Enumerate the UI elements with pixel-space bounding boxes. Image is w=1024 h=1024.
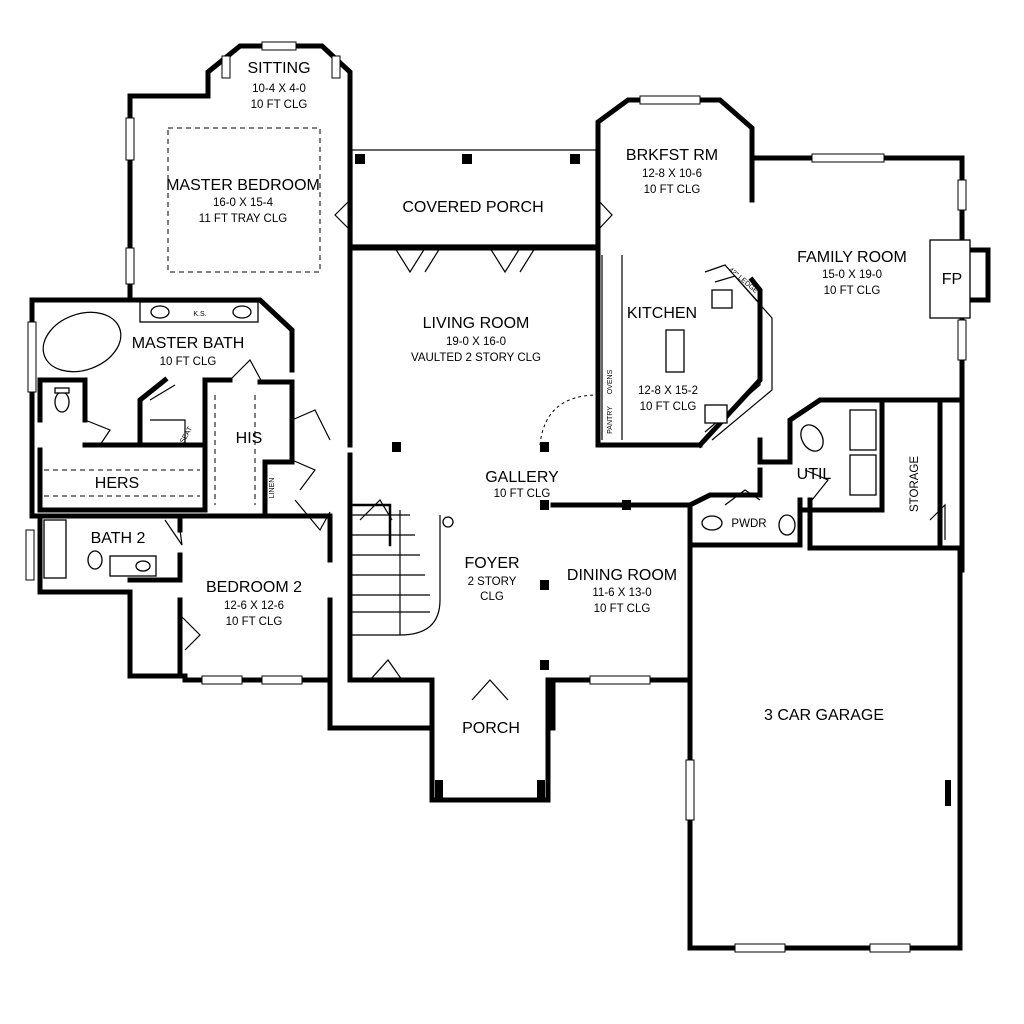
room-ceiling: 10 FT CLG (251, 99, 308, 111)
room-ceiling: VAULTED 2 STORY CLG (411, 352, 541, 364)
room-foyer: FOYER 2 STORY CLG (464, 555, 519, 603)
room-name: BRKFST RM (626, 147, 718, 164)
room-name: GALLERY (485, 469, 559, 486)
room-ceiling-2: CLG (480, 591, 504, 603)
room-master-bedroom: MASTER BEDROOM 16-0 X 15-4 11 FT TRAY CL… (166, 177, 320, 225)
room-brkfst-rm: BRKFST RM 12-8 X 10-6 10 FT CLG (626, 147, 718, 196)
room-ceiling: 10 FT CLG (594, 603, 651, 615)
room-name: MASTER BEDROOM (166, 177, 320, 194)
staircase (350, 510, 454, 636)
room-name: FOYER (464, 555, 519, 572)
room-name: MASTER BATH (132, 335, 245, 352)
seat-label: SEAT (179, 425, 194, 445)
room-garage: 3 CAR GARAGE (764, 707, 884, 724)
room-dims: 12-8 X 10-6 (642, 168, 702, 180)
room-porch: PORCH (462, 720, 520, 737)
room-ceiling: 10 FT CLG (644, 184, 701, 196)
room-name: LIVING ROOM (423, 315, 530, 332)
ovens-label: OVENS (607, 369, 614, 394)
room-hers: HERS (95, 475, 139, 492)
room-ceiling: 10 FT CLG (160, 356, 217, 368)
room-ceiling: 10 FT CLG (226, 616, 283, 628)
room-family-room: FAMILY ROOM 15-0 X 19-0 10 FT CLG (797, 249, 907, 297)
room-bedroom2: BEDROOM 2 12-6 X 12-6 10 FT CLG (206, 579, 302, 628)
room-dims: 10-4 X 4-0 (252, 83, 306, 95)
room-ceiling: 2 STORY (468, 576, 517, 588)
room-dims: 16-0 X 15-4 (213, 197, 274, 209)
room-name: BEDROOM 2 (206, 579, 302, 596)
room-util: UTIL (797, 466, 832, 483)
fixtures (42, 127, 971, 636)
doors (84, 199, 946, 701)
room-ceiling: 11 FT TRAY CLG (199, 213, 287, 225)
windows (25, 41, 967, 953)
room-dims: 12-6 X 12-6 (224, 600, 284, 612)
room-dims: 12-8 X 15-2 (638, 385, 698, 397)
room-ceiling: 10 FT CLG (494, 488, 551, 500)
room-sitting: SITTING 10-4 X 4-0 10 FT CLG (247, 60, 310, 111)
room-dims: 15-0 X 19-0 (822, 269, 882, 281)
room-name: KITCHEN (627, 305, 697, 322)
room-dining-room: DINING ROOM 11-6 X 13-0 10 FT CLG (567, 567, 677, 615)
room-pwdr: PWDR (731, 518, 766, 530)
room-dims: 19-0 X 16-0 (446, 336, 506, 348)
room-ceiling: 10 FT CLG (824, 285, 881, 297)
room-gallery: GALLERY 10 FT CLG (485, 469, 559, 500)
room-name: COVERED PORCH (402, 199, 543, 216)
room-name: DINING ROOM (567, 567, 677, 584)
room-kitchen: KITCHEN 12-8 X 15-2 10 FT CLG (627, 305, 698, 413)
room-name: FAMILY ROOM (797, 249, 907, 266)
room-ceiling: 10 FT CLG (640, 401, 697, 413)
room-living-room: LIVING ROOM 19-0 X 16-0 VAULTED 2 STORY … (411, 315, 541, 364)
fireplace-label: FP (942, 271, 962, 288)
pantry-label: PANTRY (607, 406, 614, 434)
ks-label: K.S. (193, 311, 206, 318)
room-dims: 11-6 X 13-0 (592, 587, 651, 599)
room-storage: STORAGE (909, 456, 921, 512)
room-covered-porch: COVERED PORCH (402, 199, 543, 216)
columns (355, 154, 951, 806)
room-linen: LINEN (269, 478, 276, 499)
room-his: HIS (236, 430, 263, 447)
room-bath2: BATH 2 (91, 530, 146, 547)
room-master-bath: MASTER BATH 10 FT CLG (132, 335, 245, 368)
room-name: SITTING (247, 60, 310, 77)
